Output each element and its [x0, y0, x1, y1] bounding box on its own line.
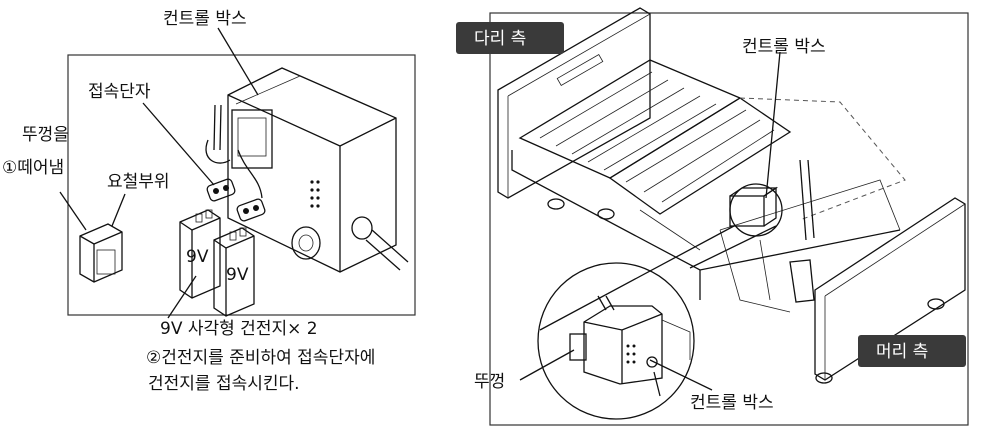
leader-terminal — [142, 102, 215, 186]
zoom-line-left — [539, 225, 735, 331]
label-cover: 뚜껑 — [474, 372, 505, 392]
leader-control-box-top — [765, 51, 781, 199]
terminal-connectors — [206, 178, 266, 222]
battery-pair: 9V 9V — [179, 209, 255, 317]
head-side-tag-text: 머리 측 — [876, 342, 928, 362]
step2-line1: ②건전지를 준비하여 접속단자에 — [146, 348, 375, 368]
control-box-illustration — [205, 67, 409, 273]
battery-9v-text-1: 9V — [186, 247, 209, 267]
leg-side-tag — [456, 22, 564, 54]
leader-notch — [111, 193, 126, 227]
leader-battery — [167, 275, 197, 319]
leader-control-box-bottom — [649, 359, 713, 391]
label-cover-line2: ①떼어냄 — [2, 158, 64, 178]
label-notch: 요철부위 — [107, 172, 170, 192]
label-control-box-bottom: 컨트롤 박스 — [690, 393, 774, 413]
step2-line2: 건전지를 접속시킨다. — [148, 374, 300, 394]
vent-dots — [310, 180, 320, 208]
leader-cover-remove — [59, 191, 87, 231]
label-control-box-top: 컨트롤 박스 — [742, 37, 826, 57]
zoom-line-right — [689, 225, 777, 269]
label-cover-line1: 뚜껑을 — [22, 125, 69, 145]
leg-side-tag-text: 다리 측 — [474, 29, 526, 49]
battery-9v-text-2: 9V — [226, 265, 249, 285]
label-battery: 9V 사각형 건전지× 2 — [160, 319, 318, 339]
left-illustration-frame — [67, 54, 416, 316]
leader-cover — [519, 349, 575, 381]
zoom-detail — [537, 262, 695, 420]
leader-control-box-left — [217, 27, 259, 96]
label-control-box-left: 컨트롤 박스 — [163, 9, 247, 29]
head-side-tag — [858, 335, 966, 367]
cover-piece — [79, 223, 123, 283]
zoom-vent-dots — [626, 344, 636, 364]
bed-illustration — [497, 7, 966, 384]
label-terminal: 접속단자 — [88, 82, 151, 102]
